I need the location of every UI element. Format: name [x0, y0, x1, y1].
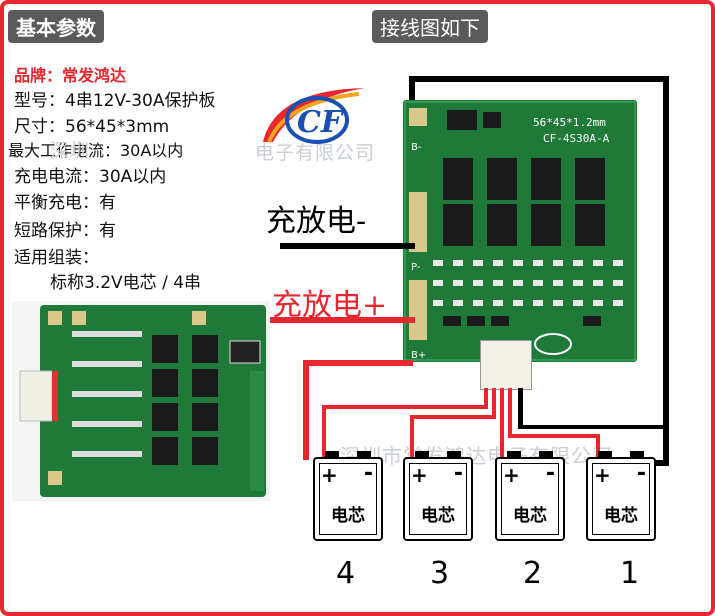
battery-inner [409, 463, 467, 535]
wiring-diagram-tag: 接线图如下 [372, 10, 488, 43]
balance-wire-4-run [508, 434, 598, 438]
balance-wire-2-drop [410, 415, 414, 457]
basic-params-tag: 基本参数 [8, 10, 104, 43]
red-wire-to-cell4 [303, 360, 309, 460]
watermark-bottom: 深圳市常发鸿达电子有限公司 [340, 444, 613, 468]
battery-plus: + [321, 463, 338, 487]
battery-terminal [325, 451, 339, 459]
battery-plus: + [594, 463, 611, 487]
pad-p-minus: P- [411, 262, 421, 273]
balance-wire-1-run [322, 405, 488, 409]
spec-short-circuit: 短路保护：有 [14, 221, 116, 241]
balance-connector [480, 340, 532, 390]
spec-pack-value: 标称3.2V电芯 / 4串 [50, 273, 202, 293]
balance-wire-3 [500, 388, 504, 428]
cf-logo-text: CF [297, 105, 345, 140]
battery-name: 电芯 [513, 506, 547, 526]
balance-wire-2 [492, 388, 496, 418]
spec-model: 型号：4串12V-30A保护板 [14, 91, 216, 111]
battery-terminal [598, 451, 612, 459]
battery-cell-3: + - 电芯 [403, 451, 473, 541]
battery-minus: - [453, 461, 463, 486]
black-wire-negative [280, 243, 415, 249]
pad-b-minus: B- [411, 142, 422, 153]
battery-plus: + [411, 463, 428, 487]
battery-number-3: 3 [430, 556, 450, 591]
battery-minus: - [636, 461, 646, 486]
cf-logo: CF [263, 88, 365, 144]
battery-inner [592, 463, 650, 535]
battery-cell-4: + - 电芯 [313, 451, 383, 541]
balance-wire-5 [518, 388, 523, 428]
battery-cell-2: + - 电芯 [495, 451, 565, 541]
balance-wire-5-run [518, 425, 668, 429]
spec-brand: 品牌：常发鸿达 [14, 66, 127, 85]
balance-wire-1 [484, 388, 488, 408]
battery-terminal [630, 451, 644, 459]
red-wire-b-plus [303, 360, 413, 366]
black-wire-left-drop [409, 76, 415, 116]
battery-name: 电芯 [421, 506, 455, 526]
spec-max-current: 最大工作电流：30A以内 [8, 141, 184, 160]
battery-number-1: 1 [620, 556, 640, 591]
battery-name: 电芯 [331, 506, 365, 526]
balance-wire-4-drop [596, 434, 600, 457]
battery-minus: - [363, 461, 373, 486]
spec-size: 尺寸：56*45*3mm [14, 117, 170, 137]
spec-balance: 平衡充电：有 [14, 193, 116, 213]
battery-terminal [357, 451, 371, 459]
battery-terminal [447, 451, 461, 459]
black-wire-right [663, 76, 669, 466]
spec-pack-label: 适用组装： [14, 248, 99, 268]
balance-wire-1-drop [322, 405, 326, 457]
board-silk-model: CF-4S30A-A [543, 132, 610, 145]
battery-number-2: 2 [523, 556, 543, 591]
balance-wire-3-drop [500, 425, 504, 457]
battery-name: 电芯 [604, 506, 638, 526]
watermark-top-left: 深圳 [50, 140, 91, 162]
balance-wire-4 [508, 388, 512, 438]
red-wire-positive [270, 317, 415, 323]
watermark-top-right: 电子有限公司 [255, 142, 376, 164]
pad-b-plus: B+ [411, 350, 426, 361]
battery-plus: + [503, 463, 520, 487]
battery-minus: - [545, 461, 555, 486]
board-silk-size: 56*45*1.2mm [533, 116, 606, 129]
battery-inner [501, 463, 559, 535]
battery-number-4: 4 [336, 556, 356, 591]
main-board: 56*45*1.2mm CF-4S30A-A B- P- B+ [403, 100, 637, 362]
balance-wire-2-run [410, 415, 496, 419]
spec-charge-current: 充电电流：30A以内 [14, 167, 167, 187]
battery-terminal [507, 451, 521, 459]
small-board-photo [12, 301, 270, 501]
battery-terminal [415, 451, 429, 459]
discharge-negative-label: 充放电- [266, 204, 367, 239]
black-wire-top [409, 76, 669, 82]
battery-inner [319, 463, 377, 535]
battery-terminal [539, 451, 553, 459]
battery-cell-1: + - 电芯 [586, 451, 656, 541]
